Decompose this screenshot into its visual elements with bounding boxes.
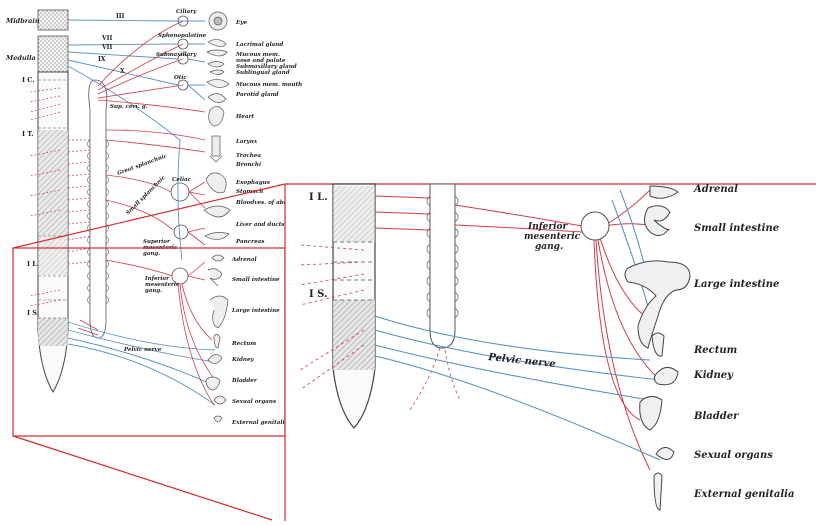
organ-sexual-organs-label: Sexual organs (232, 399, 277, 405)
organ-large-intestine-label: Large intestine (231, 308, 280, 314)
nasal-mucosa-icon (207, 50, 227, 56)
organ-liver-label: Liver and ducts (235, 222, 285, 228)
sacral-segment (38, 318, 68, 346)
organ-sublingual-label: Sublingual gland (236, 70, 290, 76)
organ-eye-label: Eye (235, 20, 248, 26)
liver-icon (204, 206, 230, 217)
pancreas-icon (205, 232, 229, 239)
zoom-inferior-mesenteric-ganglion (581, 212, 609, 240)
organ-genitalia-label: External genitali (231, 420, 285, 426)
organ-parotid-label: Parotid gland (235, 92, 279, 98)
organ-bronchi-label: Bronchi (235, 162, 261, 168)
sublingual-gland-icon (210, 70, 224, 75)
zoom-ganglion-label-3: gang. (535, 242, 563, 252)
stomach-icon (206, 173, 226, 193)
zoom-ganglion-label-1: Inferior (527, 222, 569, 232)
zoom-genitalia-label: External genitalia (693, 489, 794, 500)
organ-esophagus-label: Esophagus (235, 180, 271, 186)
zoom-lumbar-label: I L. (309, 192, 328, 203)
zoom-rectum-label: Rectum (693, 345, 737, 356)
organ-kidney-label: Kidney (231, 357, 255, 363)
celiac-label: Celiac (172, 177, 192, 183)
zoom-kidney-label: Kidney (693, 370, 734, 381)
zoom-small-intestine-label: Small intestine (694, 223, 779, 234)
mouth-icon (207, 79, 229, 87)
larynx-trachea-icon (212, 136, 220, 156)
submaxillary-label: Submaxillary (156, 52, 197, 58)
zoom-sacral-segment (333, 300, 375, 370)
nerve-vii-2-label: VII (101, 44, 112, 51)
zoom-sexual-organs-label: Sexual organs (694, 450, 773, 461)
organ-pancreas-label: Pancreas (235, 239, 265, 245)
thoracic-segment (38, 130, 68, 235)
nerve-vii-label: VII (101, 35, 112, 42)
midbrain-block (38, 10, 68, 30)
organ-small-intestine-label: Small intestine (232, 277, 280, 283)
zoom-bladder-label: Bladder (693, 411, 739, 422)
medulla-label: Medulla (5, 54, 36, 62)
inf-mes-label-3: gang. (145, 288, 162, 294)
sacral-label: I S. (27, 309, 39, 317)
sup-mes-label-3: gang. (143, 251, 160, 257)
submaxillary-gland-icon (208, 62, 224, 68)
sup-cerv-label: Sup. cerv. g. (110, 104, 148, 110)
otic-label: Otic (174, 75, 187, 81)
great-splanchnic-label: Great splanchnic (117, 153, 169, 177)
small-intestine-icon (208, 269, 222, 286)
sphenopalatine-label: Sphenopalatine (158, 33, 207, 39)
organ-larynx-label: Larynx (235, 139, 258, 145)
organ-rectum-label: Rectum (231, 341, 256, 347)
zoom-ganglion-label-2: mesenteric (524, 232, 581, 242)
zoom-sympathetic-chain (430, 184, 455, 348)
ganglion-labels: Ciliary Sphenopalatine Submaxillary Otic… (110, 9, 207, 353)
callout-connector-bottom (13, 436, 272, 520)
large-intestine-icon (210, 296, 228, 328)
organ-bladder-label: Bladder (231, 378, 258, 384)
organ-heart-label: Heart (235, 114, 254, 120)
zoom-panel: I L. I S. Inferior mesenteric gang. (285, 184, 816, 521)
nerve-ix-label: IX (98, 56, 106, 63)
bladder-icon (206, 377, 220, 390)
lumbar-label: I L. (27, 260, 39, 268)
nerve-x-label: X (120, 68, 125, 75)
nerve-iii-label: III (116, 13, 125, 20)
heart-icon (209, 106, 224, 126)
left-diagram: Midbrain Medulla I C. I T. I L. I S. (5, 9, 302, 426)
organ-bloodves-label: Bloodves. of abd (235, 200, 288, 206)
genitalia-icon (214, 416, 222, 422)
organ-lacrimal-label: Lacrimal gland (235, 42, 283, 48)
zoom-adrenal-label: Adrenal (693, 184, 738, 195)
zoom-lumbar-segment (333, 186, 375, 242)
lacrimal-gland-icon (208, 39, 226, 46)
bronchi-icon (210, 156, 222, 162)
midbrain-label: Midbrain (5, 17, 40, 25)
organ-trachea-label: Trachea (236, 153, 261, 159)
sympathetic-chain (88, 80, 109, 338)
parotid-gland-icon (208, 93, 226, 102)
cranial-nerve-labels: III VII VII IX X (98, 13, 125, 75)
thoracic-label: I T. (22, 130, 34, 138)
organ-mouth-label: Mucous mem. mouth (235, 82, 302, 88)
kidney-icon (208, 354, 222, 363)
adrenal-icon (212, 255, 224, 261)
ciliary-label: Ciliary (176, 9, 197, 15)
sexual-organs-icon (214, 396, 226, 404)
zoom-sacral-label: I S. (309, 289, 328, 300)
organ-adrenal-label: Adrenal (231, 257, 257, 263)
small-splanchnic-label: Small splanchnic (125, 174, 167, 216)
cervical-label: I C. (22, 76, 35, 84)
medulla-block (38, 36, 68, 72)
rectum-icon (214, 334, 220, 348)
pelvic-nerve-label: Pelvic nerve (123, 347, 162, 353)
zoom-large-intestine-label: Large intestine (693, 279, 779, 290)
